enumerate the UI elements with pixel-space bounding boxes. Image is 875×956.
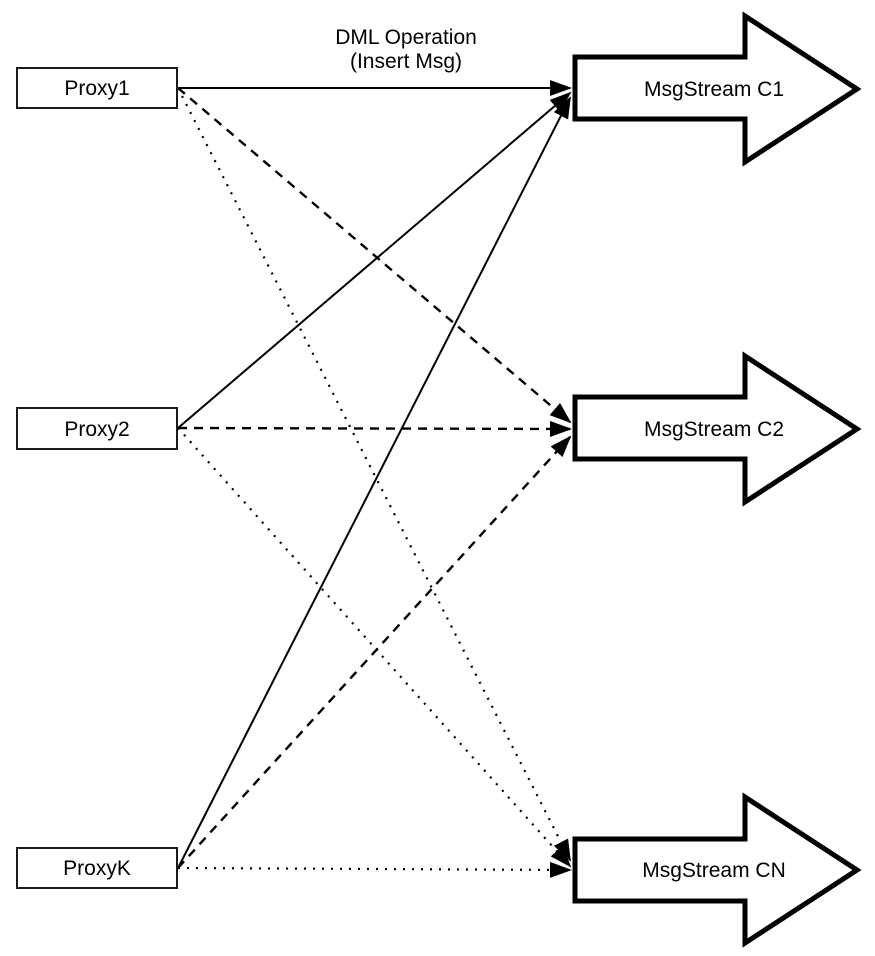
proxyk-label: ProxyK — [63, 857, 131, 880]
proxyk-box — [16, 847, 178, 889]
edge-proxyk-cn-dotted — [177, 861, 572, 878]
proxyk-node: ProxyK — [16, 847, 178, 889]
edge-proxy1-cn-dotted — [177, 87, 571, 862]
dml-operation-label-line2: (Insert Msg) — [350, 50, 462, 73]
proxy1-label: Proxy1 — [64, 77, 129, 100]
msgstream-c1-node: MsgStream C1 — [572, 11, 862, 167]
msgstream-c2-label: MsgStream C2 — [644, 418, 784, 441]
proxy2-label: Proxy2 — [64, 418, 129, 441]
edge-proxy2-c2-dashed — [177, 420, 572, 437]
msgstream-cn-node: MsgStream CN — [572, 792, 862, 948]
edge-proxy1-c2-dashed — [177, 87, 572, 424]
msgstream-c2-arrow — [572, 351, 862, 507]
msgstream-cn-label: MsgStream CN — [642, 859, 786, 882]
proxy2-node: Proxy2 — [16, 407, 178, 450]
msgstream-c1-arrow — [572, 11, 862, 167]
edge-proxy2-c1-solid — [177, 91, 572, 429]
edge-proxy2-cn-dotted — [177, 427, 572, 868]
proxy1-box — [16, 67, 178, 109]
edge-proxyk-c1-solid — [177, 96, 571, 869]
msgstream-c2-node: MsgStream C2 — [572, 351, 862, 507]
proxy2-box — [16, 407, 178, 450]
dml-operation-label-line1: DML Operation — [335, 26, 477, 49]
msgstream-c1-label: MsgStream C1 — [644, 78, 784, 101]
proxy1-node: Proxy1 — [16, 67, 178, 109]
msgstream-cn-arrow — [572, 792, 862, 948]
edge-proxyk-c2-dashed — [177, 435, 572, 869]
